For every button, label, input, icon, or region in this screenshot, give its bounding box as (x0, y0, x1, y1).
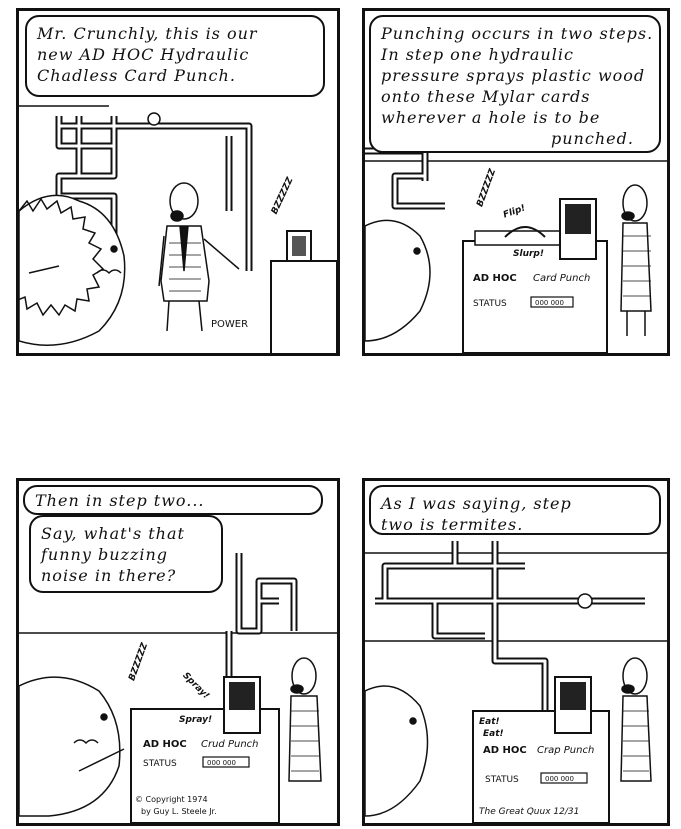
panel-2-machine-brand: AD HOC (473, 273, 517, 284)
panel-4-eat-sfx-1: Eat! (479, 717, 500, 727)
panel-3-status-value: 000 000 (207, 759, 236, 767)
panel-4-speech-bubble: As I was saying, step two is termites. (369, 485, 661, 535)
panel-3-line-1: Then in step two... (35, 491, 205, 510)
panel-1-line-1: Mr. Crunchly, this is our (37, 24, 258, 43)
card-punch-machine (270, 260, 337, 353)
fuzzy-creature (365, 685, 429, 817)
panel-2-line-3: pressure sprays plastic wood (381, 66, 646, 85)
panel-2-line-4: onto these Mylar cards (381, 87, 591, 106)
valve-wheel-icon (147, 112, 161, 126)
panel-4-artwork (365, 541, 667, 823)
panel-1-speech-bubble: Mr. Crunchly, this is our new AD HOC Hyd… (25, 15, 325, 97)
panel-2-line-5: wherever a hole is to be (381, 108, 601, 127)
comic-panel-3: Then in step two... Say, what's that fun… (16, 478, 340, 826)
status-readout-box (530, 296, 574, 308)
panel-2-line-6: punched. (551, 129, 634, 148)
panel-2-artwork (365, 147, 667, 353)
panel-4-status-value: 000 000 (545, 775, 574, 783)
panel-2-slurp-sfx: Slurp! (513, 249, 544, 259)
status-readout-box (540, 772, 588, 784)
panel-3-question-3: noise in there? (41, 566, 177, 585)
salesman-figure (620, 657, 652, 782)
panel-2-speech-bubble: Punching occurs in two steps. In step on… (369, 15, 661, 153)
panel-4-line-2: two is termites. (381, 515, 524, 534)
panel-1-line-2: new AD HOC Hydraulic (37, 45, 250, 64)
valve-wheel-icon (577, 593, 593, 609)
panel-4-machine-brand: AD HOC (483, 745, 527, 756)
panel-4-signature: The Great Quux 12/31 (479, 807, 580, 817)
panel-3-copyright-line-2: by Guy L. Steele Jr. (141, 807, 217, 816)
panel-4-machine-name: Crap Punch (537, 745, 595, 756)
panel-4-status-label: STATUS (485, 775, 519, 785)
fuzzy-creature (19, 194, 126, 346)
panel-2-status-value: 000 000 (535, 299, 564, 307)
comic-panel-2: Punching occurs in two steps. In step on… (362, 8, 670, 356)
comic-panel-1: Mr. Crunchly, this is our new AD HOC Hyd… (16, 8, 340, 356)
panel-3-machine-name: Crud Punch (201, 739, 259, 750)
panel-3-speech-bubble: Then in step two... (23, 485, 323, 515)
panel-3-spray-sfx: Spray! (179, 715, 213, 725)
panel-3-copyright-line-1: © Copyright 1974 (135, 795, 208, 804)
panel-1-artwork (19, 105, 337, 353)
panel-1-line-3: Chadless Card Punch. (37, 66, 236, 85)
salesman-figure (158, 182, 240, 332)
fuzzy-creature (19, 676, 125, 817)
comic-panel-4: As I was saying, step two is termites. E… (362, 478, 670, 826)
panel-3-artwork (19, 553, 337, 823)
panel-2-status-label: STATUS (473, 299, 507, 309)
panel-4-line-1: As I was saying, step (381, 494, 572, 513)
panel-3-question-bubble: Say, what's that funny buzzing noise in … (29, 515, 223, 593)
panel-3-machine-brand: AD HOC (143, 739, 187, 750)
fuzzy-creature (365, 219, 431, 342)
salesman-figure (288, 657, 322, 782)
panel-2-line-1: Punching occurs in two steps. (381, 24, 654, 43)
panel-3-question-1: Say, what's that (41, 524, 185, 543)
panel-3-question-2: funny buzzing (41, 545, 169, 564)
salesman-figure (620, 184, 652, 336)
panel-3-status-label: STATUS (143, 759, 177, 769)
panel-2-machine-name: Card Punch (533, 273, 591, 284)
panel-4-eat-sfx-2: Eat! (483, 729, 504, 739)
status-readout-box (202, 756, 250, 768)
panel-2-line-2: In step one hydraulic (381, 45, 574, 64)
panel-1-power-label: POWER (211, 319, 249, 330)
